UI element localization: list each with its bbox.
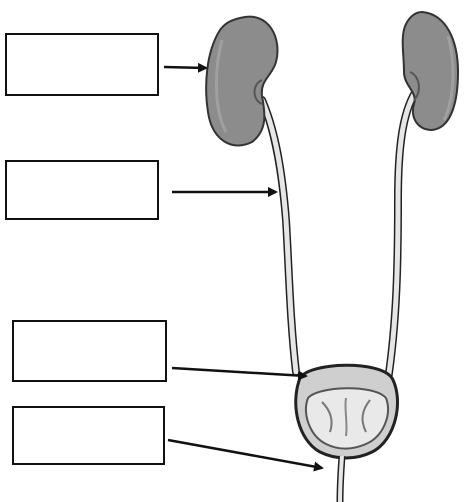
label-box-ureter[interactable]: [5, 160, 159, 220]
right-ureter-fill: [388, 88, 418, 380]
arrow-kidney: [164, 67, 206, 68]
label-box-kidney[interactable]: [5, 33, 159, 96]
urethra-fill: [340, 456, 342, 502]
label-box-urethra[interactable]: [12, 406, 165, 465]
arrow-urethra: [168, 440, 322, 468]
left-ureter-fill: [262, 100, 296, 372]
bladder: [296, 365, 398, 458]
right-kidney: [403, 12, 458, 130]
label-box-bladder[interactable]: [12, 320, 167, 382]
arrow-bladder: [172, 368, 306, 376]
left-kidney: [206, 17, 277, 146]
